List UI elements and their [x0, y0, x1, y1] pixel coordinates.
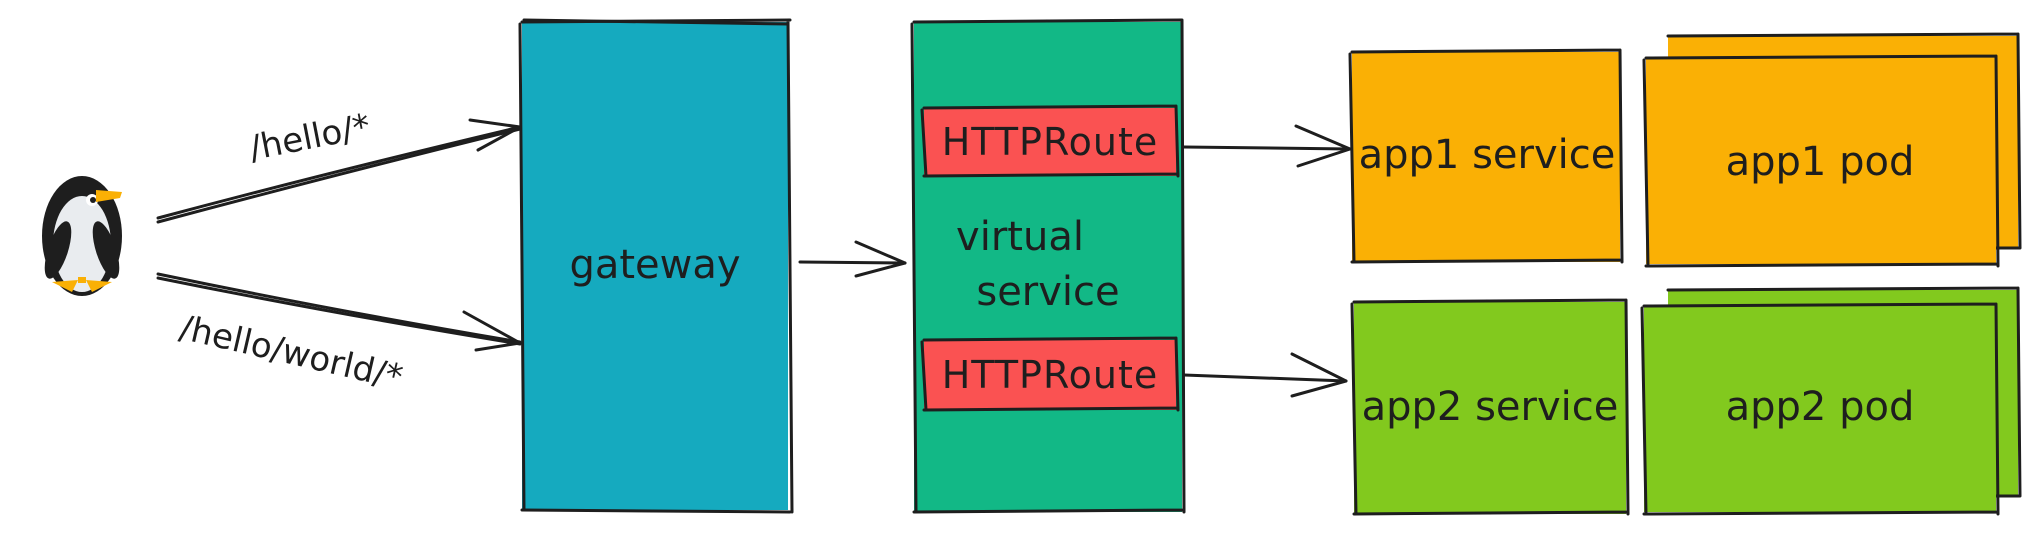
httproute-1-box: HTTPRoute [920, 104, 1180, 178]
edge-route2-app2 [1182, 352, 1348, 398]
gateway-box: gateway [518, 18, 794, 514]
app1-service-label: app1 service [1359, 132, 1616, 178]
app2-service-label: app2 service [1362, 384, 1619, 430]
penguin-icon [42, 176, 122, 296]
edge-hello-world: /hello/world/* [156, 272, 522, 398]
app2-pod-label: app2 pod [1726, 384, 1915, 430]
virtual-service-box: virtual service [910, 18, 1186, 514]
httproute-1-label: HTTPRoute [942, 120, 1159, 164]
virtual-service-label-line1: virtual [956, 214, 1084, 260]
httproute-2-label: HTTPRoute [942, 353, 1159, 397]
virtual-service-label-line2: service [976, 269, 1119, 315]
app1-pod-box: app1 pod [1642, 32, 2022, 268]
app2-pod-box: app2 pod [1640, 286, 2022, 516]
app2-service-box: app2 service [1350, 298, 1630, 516]
gateway-label: gateway [569, 242, 740, 288]
app1-service-box: app1 service [1348, 48, 1624, 264]
edge-hello: /hello/* [156, 106, 522, 224]
app1-pod-label: app1 pod [1726, 139, 1915, 185]
edge-label-hello: /hello/* [246, 106, 373, 169]
edge-route1-app1 [1182, 124, 1352, 168]
edge-gateway-vs [798, 240, 907, 278]
edge-label-hello-world: /hello/world/* [176, 308, 406, 398]
httproute-2-box: HTTPRoute [920, 336, 1180, 412]
